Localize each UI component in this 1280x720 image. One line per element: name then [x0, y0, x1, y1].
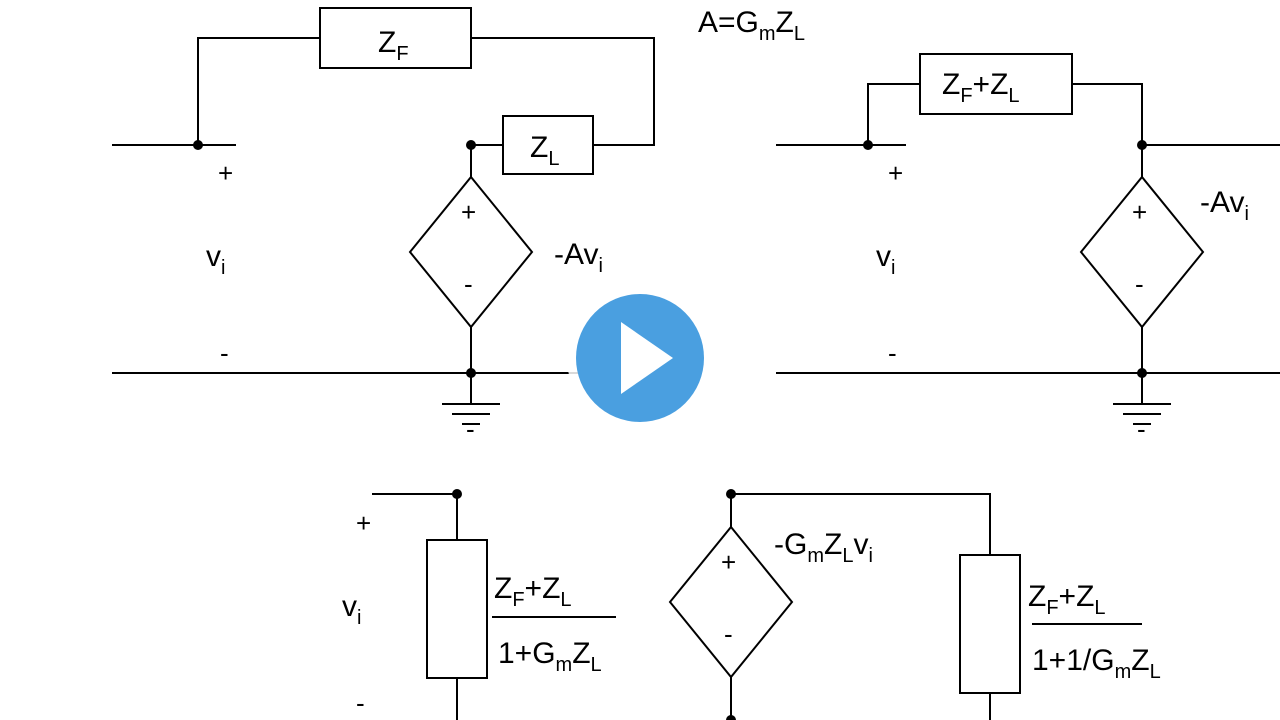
- c3-node-input: [452, 489, 462, 499]
- c1-src-minus: -: [464, 269, 473, 299]
- c3-src-plus: +: [721, 547, 736, 577]
- c3-input-minus: -: [356, 688, 365, 718]
- c1-zl-label: ZL: [530, 131, 559, 170]
- c3-input-wire: [372, 493, 458, 540]
- play-icon: [621, 322, 673, 394]
- c2-src-minus: -: [1135, 269, 1144, 299]
- c1-src-plus: +: [461, 197, 476, 227]
- c2-src-label: -Avi: [1200, 186, 1249, 225]
- c1-ground-symbol: [442, 403, 500, 425]
- c2-node-output: [1137, 140, 1147, 150]
- c3-input-impedance: [426, 539, 488, 679]
- c1-input-minus: -: [220, 338, 229, 368]
- c3-vi-label: vi: [342, 590, 361, 629]
- c2-src-plus: +: [1132, 197, 1147, 227]
- circuit-3: + vi - ZF+ZL 1+GmZL + - -GmZLvi ZF+ZL 1+…: [342, 489, 1161, 720]
- c3-zout-denominator: 1+1/GmZL: [1032, 644, 1161, 683]
- play-button[interactable]: [567, 285, 713, 431]
- c3-zout-numerator: ZF+ZL: [1028, 580, 1106, 619]
- c1-feedback-wire-right: [471, 37, 655, 146]
- c3-output-impedance: [959, 554, 1021, 694]
- c3-src-label: -GmZLvi: [774, 528, 873, 567]
- c2-series-wire-right: [1072, 83, 1143, 177]
- circuit-1: ZF ZL + - -Avi - + vi -: [112, 7, 655, 444]
- c1-zf-impedance: [319, 7, 472, 69]
- c2-series-wire-left: [867, 83, 920, 145]
- c1-node-input: [193, 140, 203, 150]
- c2-node-input: [863, 140, 873, 150]
- c1-node-output: [466, 140, 476, 150]
- c2-ground-symbol: [1113, 403, 1171, 425]
- circuit-2: ZF+ZL + - -Avi - + vi -: [776, 53, 1280, 444]
- c1-zf-label: ZF: [378, 26, 409, 65]
- c1-src-label: -Avi: [554, 238, 603, 277]
- c2-ground-minus: -: [1137, 414, 1146, 444]
- c3-node-output: [726, 489, 736, 499]
- c3-input-plus: +: [356, 508, 371, 538]
- gain-equation: A=GmZL: [698, 6, 805, 45]
- c3-output-wire: [731, 493, 991, 555]
- c3-zin-denominator: 1+GmZL: [498, 637, 602, 676]
- c2-zsum-label: ZF+ZL: [942, 68, 1020, 107]
- c2-input-plus: +: [888, 158, 903, 188]
- c2-node-ground: [1137, 368, 1147, 378]
- c3-node-bottom: [726, 715, 736, 720]
- c1-ground-minus: -: [466, 414, 475, 444]
- c1-input-plus: +: [218, 158, 233, 188]
- c2-input-minus: -: [888, 338, 897, 368]
- c3-src-minus: -: [724, 619, 733, 649]
- c1-vi-label: vi: [206, 240, 225, 279]
- c1-feedback-wire-left: [197, 37, 320, 145]
- c1-node-ground: [466, 368, 476, 378]
- c2-vi-label: vi: [876, 240, 895, 279]
- c3-zin-numerator: ZF+ZL: [494, 572, 572, 611]
